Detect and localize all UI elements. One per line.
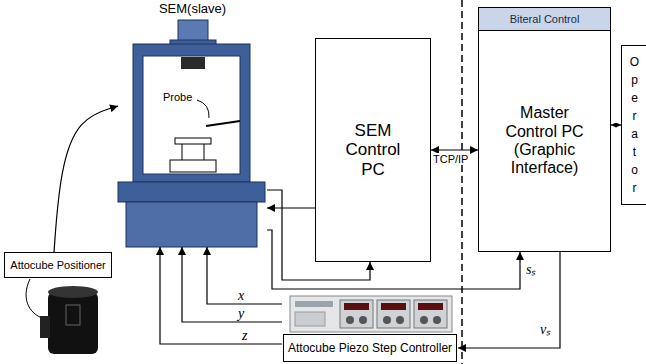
controller-knob: [383, 316, 391, 324]
sem-column: [178, 20, 208, 42]
connector: [54, 106, 118, 252]
sem-objective: [181, 57, 205, 69]
sem-interior: [143, 56, 240, 174]
signal-label: x: [238, 288, 244, 303]
positioner-box: Attocube Positioner: [4, 252, 112, 278]
controller-knob: [346, 316, 354, 324]
sem-stage: [175, 138, 211, 144]
controller-module: [340, 300, 373, 328]
divider-line: [461, 0, 463, 364]
node-text: Operator: [630, 53, 640, 197]
stage-base: [170, 160, 216, 172]
node-text: SEM(slave): [159, 2, 226, 17]
node-text: Attocube Positioner: [10, 259, 105, 272]
positioner-wire: [26, 279, 48, 320]
connector: [611, 124, 621, 125]
controller-panel: [290, 296, 452, 332]
controller-knob: [420, 316, 428, 324]
controller-knob: [359, 316, 367, 324]
signal-label: y: [238, 306, 244, 321]
node-text: Master Control PC (Graphic Interface): [495, 104, 595, 178]
stage-post: [204, 144, 205, 160]
node-text: Biteral Control: [510, 13, 580, 26]
sem-chamber: [133, 44, 250, 182]
controller-module: [377, 300, 410, 328]
signal-label: sₛ: [526, 262, 535, 277]
device-top: [48, 286, 98, 298]
probe-leader: [197, 100, 209, 118]
connector: [207, 247, 282, 304]
node-text: SEM Control PC: [333, 121, 413, 180]
signal-label: z: [242, 328, 247, 343]
controller-module: [295, 312, 325, 326]
connector: [182, 247, 282, 322]
controller-module: [414, 300, 447, 328]
sem-node: SEM(slave): [118, 2, 267, 247]
connector: [160, 247, 282, 344]
controller-logo: [295, 301, 333, 307]
process-box: Master Control PC (Graphic Interface) Bit…: [478, 7, 611, 252]
process-box: SEM Control PC: [315, 38, 431, 262]
sem-platform: [118, 182, 265, 202]
controller-knob: [396, 316, 404, 324]
part-label: Probe: [163, 91, 192, 103]
node-text: Attocube Piezo Step Controller: [283, 334, 457, 362]
device-plug: [40, 316, 50, 338]
probe-rod: [206, 121, 240, 126]
device-body: [48, 292, 98, 354]
device-detail: [66, 305, 80, 325]
connector: [458, 252, 560, 348]
controller-display: [381, 303, 406, 310]
controller-display: [344, 303, 369, 310]
header-band: Biteral Control: [479, 8, 610, 31]
connector: [431, 149, 478, 150]
signal-label: TCP/IP: [432, 153, 469, 165]
connector: [267, 207, 315, 208]
controller-node: Attocube Piezo Step Controller: [282, 296, 458, 362]
signal-label: vₛ: [540, 322, 550, 337]
operator-box: Operator: [621, 45, 646, 205]
stage-post: [182, 144, 183, 160]
controller-knob: [433, 316, 441, 324]
controller-display: [418, 303, 443, 310]
sem-pedestal: [126, 202, 257, 247]
